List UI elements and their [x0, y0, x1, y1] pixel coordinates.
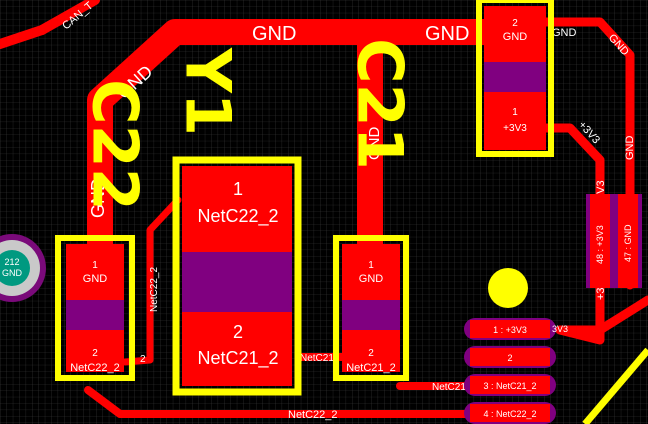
trace-netc22-vertical[interactable] [121, 196, 182, 366]
label-3v3-bottom: +3 [595, 287, 607, 300]
top-cap-pad2-net: GND [503, 31, 528, 43]
ic-pin-2-label: 2 [507, 353, 512, 363]
top-cap-pad1-number: 1 [512, 107, 518, 118]
silk-outline-ic [582, 347, 648, 424]
ic-pad-48[interactable] [590, 194, 610, 288]
silk-label-y1: Y1 [172, 47, 245, 136]
trace-netc22-bottom[interactable] [84, 386, 489, 418]
top-cap-silk-outline [476, 0, 554, 157]
label-gnd-upper-right: GND [552, 27, 577, 39]
ic-pad-47-label: 47 : GND [623, 224, 633, 262]
c22-pad2-net: NetC22_2 [70, 362, 120, 374]
label-gnd-left-vertical: GND [88, 178, 108, 218]
trace-can-tx[interactable] [0, 25, 47, 49]
label-netc21-bottom: NetC21 [432, 382, 466, 393]
label-netc22-small: 2 [140, 354, 146, 365]
ic-pin-2[interactable] [470, 348, 550, 366]
c22-pad1-number: 1 [92, 260, 98, 271]
trace-can-tx-diag[interactable] [37, 0, 100, 35]
via-212-number: 212 [4, 257, 19, 267]
label-gnd-c21-vertical: GND [366, 127, 383, 161]
ic-pin-3[interactable] [470, 376, 550, 394]
via-212[interactable]: 212 GND [0, 234, 46, 302]
c22-silk-outline [55, 235, 135, 381]
component-top-cap[interactable]: 2 GND 1 +3V3 [476, 0, 554, 157]
trace-gnd-main[interactable] [87, 19, 533, 258]
c22-pad-2[interactable] [66, 330, 124, 372]
via-212-net: GND [2, 268, 23, 278]
top-cap-pad2-number: 2 [512, 18, 518, 29]
ic-pin-1[interactable] [470, 320, 550, 338]
y1-pad2-number: 2 [233, 322, 243, 342]
ic-pin-4[interactable] [470, 404, 550, 422]
silk-label-c21: C21 [344, 38, 417, 170]
top-cap-pad-2[interactable] [484, 6, 546, 62]
label-netc21-left: NetC21 [300, 353, 334, 364]
label-gnd-top-right: GND [425, 23, 469, 45]
ic-pin-1-label: 1 : +3V3 [493, 325, 527, 335]
y1-silk-outline [172, 156, 302, 396]
ic-3v3-right-label: 3V3 [552, 324, 568, 334]
label-gnd-top-left: GND [252, 23, 296, 45]
silk-label-c22: C22 [79, 79, 152, 211]
c22-pad-1[interactable] [66, 244, 124, 300]
c21-pad2-net: NetC21_2 [346, 362, 396, 374]
top-cap-pad-1[interactable] [484, 92, 546, 150]
trace-3v3-ic[interactable] [555, 295, 648, 335]
ic-pin-4-label: 4 : NetC22_2 [483, 409, 536, 419]
ic-bottom-pads[interactable]: 1 : +3V3 2 3 : NetC21_2 4 : NetC22_2 3V3 [464, 318, 568, 424]
y1-pad2-net: NetC21_2 [197, 348, 278, 369]
c22-pad1-net: GND [83, 273, 108, 285]
y1-pad-2[interactable] [182, 312, 292, 386]
c21-pad-2[interactable] [342, 330, 400, 372]
trace-gnd-right[interactable] [540, 17, 635, 290]
component-y1[interactable]: 1 NetC22_2 2 NetC21_2 [172, 156, 302, 396]
ic-pad-48-label: 48 : +3V3 [595, 225, 605, 264]
c21-pad1-net: GND [359, 273, 384, 285]
y1-pad1-number: 1 [233, 179, 243, 199]
trace-3v3[interactable] [540, 123, 605, 345]
top-cap-pad1-net: +3V3 [503, 123, 527, 134]
c21-silk-outline [333, 235, 409, 381]
ic-right-pads[interactable]: 48 : +3V3 47 : GND [586, 194, 642, 288]
y1-pad1-net: NetC22_2 [197, 206, 278, 227]
label-gnd-right-vertical: GND [624, 136, 636, 161]
y1-pad-1[interactable] [182, 166, 292, 252]
ic-pin-3-label: 3 : NetC21_2 [483, 381, 536, 391]
component-c22[interactable]: 1 GND 2 NetC22_2 [55, 235, 135, 381]
label-netc22-vertical: NetC22_2 [149, 267, 160, 312]
c22-pad2-number: 2 [92, 348, 98, 359]
ic-pin1-marker [488, 268, 528, 308]
component-c21[interactable]: 1 GND 2 NetC21_2 [333, 235, 409, 381]
c21-pad2-number: 2 [368, 348, 374, 359]
c21-pad1-number: 1 [368, 260, 374, 271]
ic-pad-47[interactable] [618, 194, 638, 288]
c21-pad-1[interactable] [342, 244, 400, 300]
label-netc22-bottom: NetC22_2 [288, 409, 338, 421]
